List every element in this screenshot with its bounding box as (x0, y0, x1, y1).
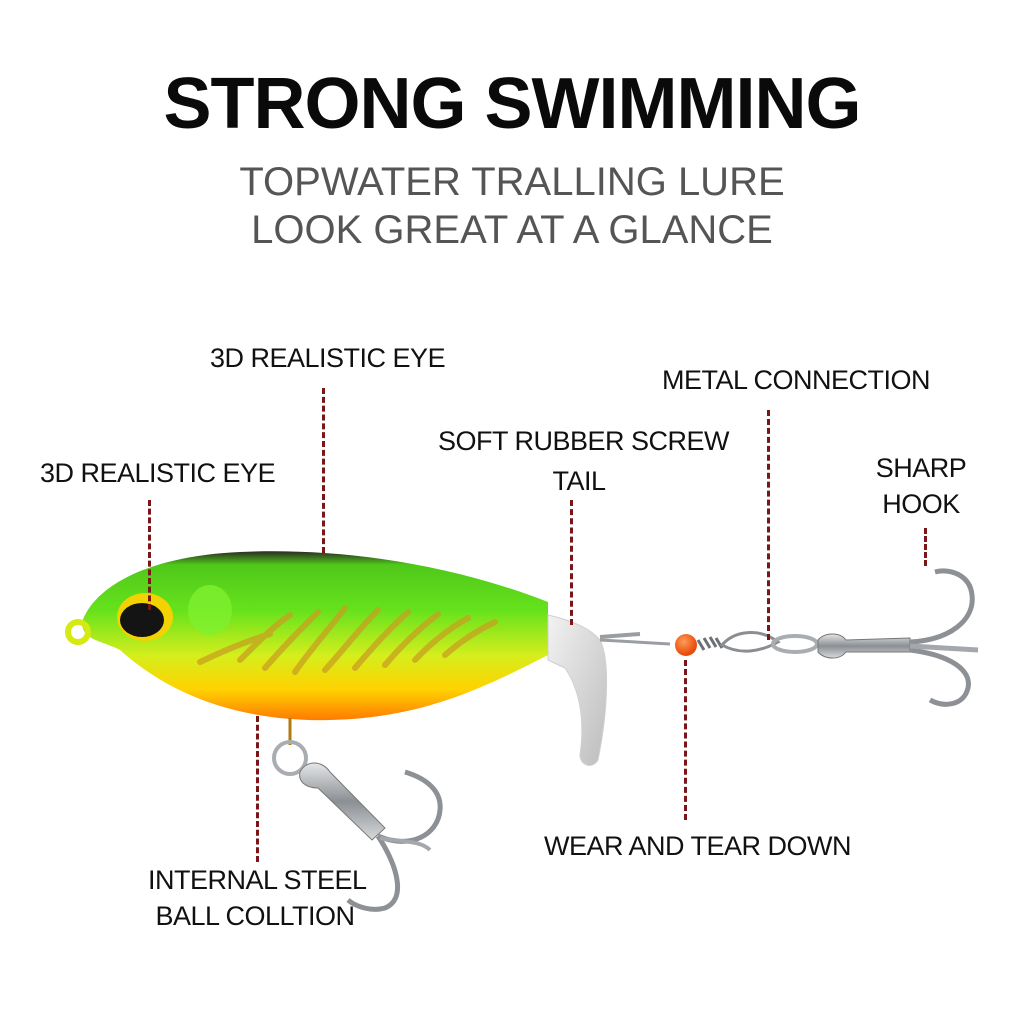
callout-hook: SHARP HOOK (868, 450, 974, 522)
leader-line-hook (924, 528, 927, 566)
callout-steel-ball-line2: BALL COLLTION (155, 901, 355, 931)
callout-tail-line1: SOFT RUBBER SCREW (438, 426, 730, 456)
callout-steel-ball: INTERNAL STEEL BALL COLLTION (148, 862, 367, 934)
lure-body (65, 551, 548, 745)
callout-tail: SOFT RUBBER SCREW TAIL (438, 423, 730, 499)
screw-tail (547, 614, 608, 766)
callout-hook-line2: HOOK (882, 489, 960, 519)
belly-treble-hook (272, 740, 443, 912)
leader-line-steel-ball (256, 716, 259, 862)
callout-wear: WEAR AND TEAR DOWN (544, 828, 852, 864)
leader-line-metal (767, 410, 770, 640)
subtitle-line-2: LOOK GREAT AT A GLANCE (251, 208, 773, 252)
subtitle-line-1: TOPWATER TRALLING LURE (239, 160, 785, 204)
leader-line-tail (570, 500, 573, 625)
leader-line-eye-top (322, 388, 325, 553)
callout-eye-front-text: 3D REALISTIC EYE (40, 458, 276, 488)
callout-steel-ball-line1: INTERNAL STEEL (148, 865, 367, 895)
callout-eye-top: 3D REALISTIC EYE (210, 340, 446, 376)
callout-metal-text: METAL CONNECTION (662, 365, 931, 395)
leader-line-wear (684, 660, 687, 820)
callout-hook-line1: SHARP (875, 453, 967, 483)
callout-eye-front: 3D REALISTIC EYE (40, 455, 276, 491)
line-tie-icon (65, 619, 91, 645)
swivel (696, 631, 781, 653)
callout-eye-top-text: 3D REALISTIC EYE (210, 343, 446, 373)
rear-treble-hook (771, 568, 979, 707)
callout-wear-text: WEAR AND TEAR DOWN (544, 831, 852, 861)
page-title: STRONG SWIMMING (163, 64, 862, 144)
leader-line-eye-front (148, 500, 151, 610)
callout-metal: METAL CONNECTION (662, 362, 931, 398)
bead-icon (675, 634, 697, 656)
eye-icon (120, 603, 164, 637)
callout-tail-line2: TAIL (552, 466, 606, 496)
